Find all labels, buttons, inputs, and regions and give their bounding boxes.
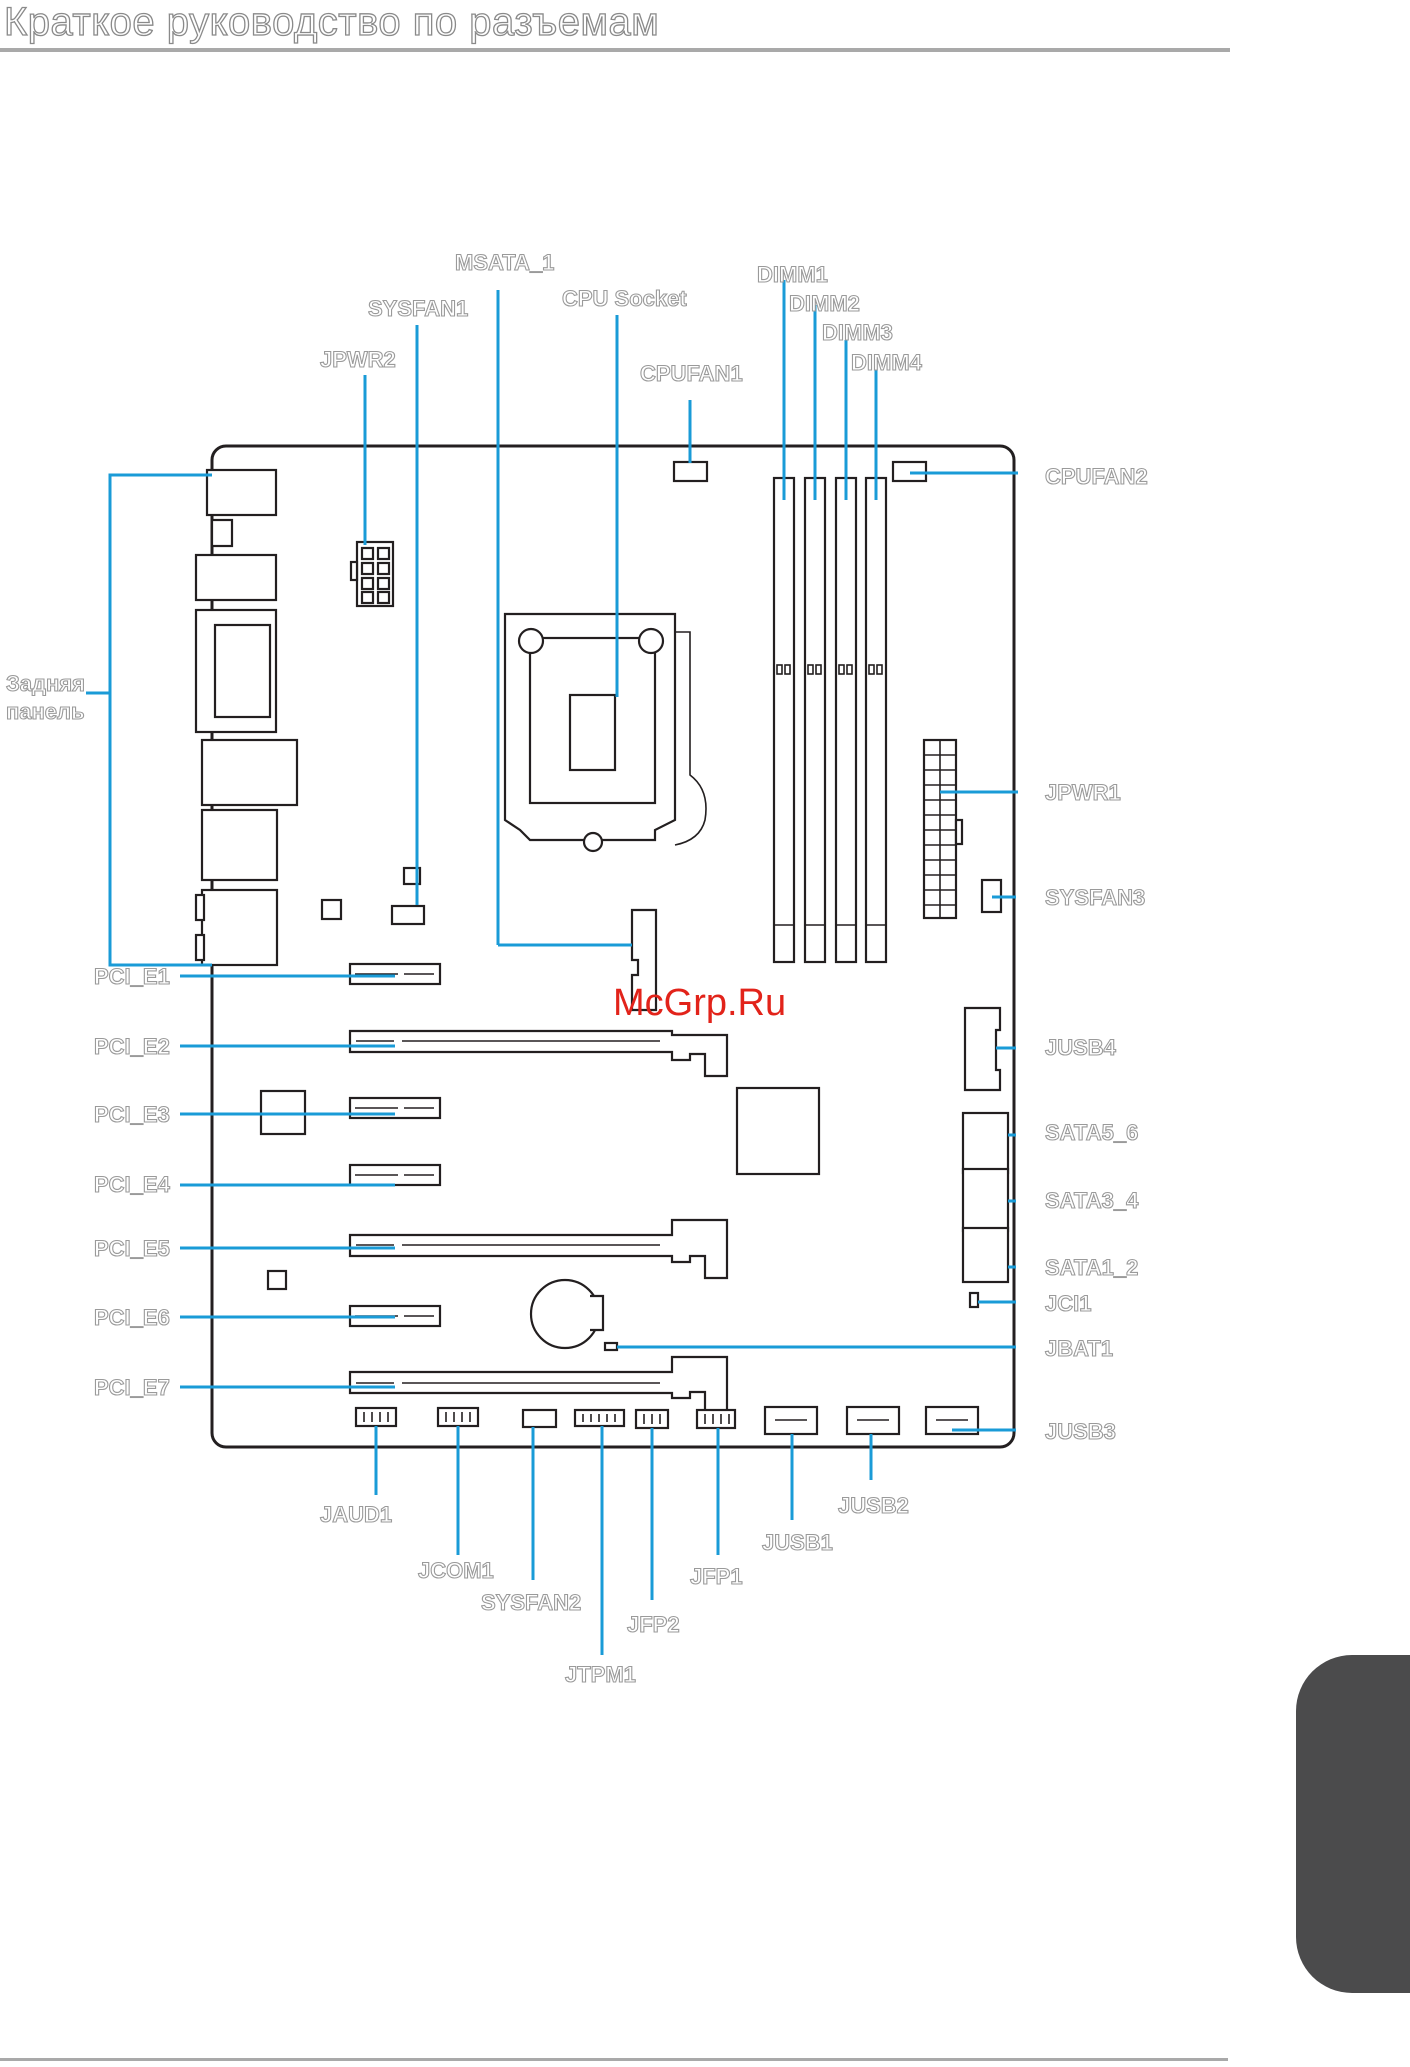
small-chip-b — [322, 900, 341, 919]
label-jusb2: JUSB2 — [838, 1493, 909, 1518]
sysfan1-header — [392, 906, 424, 924]
label-cpu-socket: CPU Socket — [562, 286, 687, 311]
small-chip-d — [268, 1271, 286, 1289]
label-sysfan3: SYSFAN3 — [1045, 885, 1145, 910]
watermark: McGrp.Ru — [613, 982, 786, 1024]
label-sysfan2: SYSFAN2 — [481, 1590, 581, 1615]
label-cpufan1: CPUFAN1 — [640, 361, 743, 386]
label-pci-e4: PCI_E4 — [94, 1172, 171, 1197]
jusb4-connector — [965, 1008, 1000, 1090]
cpufan1-header — [674, 462, 707, 481]
jci1-header — [970, 1293, 978, 1307]
label-dimm3: DIMM3 — [822, 320, 893, 345]
label-jusb3: JUSB3 — [1045, 1419, 1116, 1444]
label-dimm4: DIMM4 — [851, 350, 923, 375]
label-cpufan2: CPUFAN2 — [1045, 464, 1148, 489]
label-msata-1: MSATA_1 — [455, 250, 554, 275]
label-pci-e2: PCI_E2 — [94, 1034, 170, 1059]
label-jcom1: JCOM1 — [418, 1558, 494, 1583]
sata5-6-connector — [963, 1113, 1008, 1173]
label-jpwr1: JPWR1 — [1045, 780, 1121, 805]
label-jtpm1: JTPM1 — [565, 1662, 636, 1687]
jpwr2-connector — [351, 542, 393, 606]
chipset — [737, 1088, 819, 1174]
label-jusb4: JUSB4 — [1045, 1035, 1117, 1060]
label-sysfan1: SYSFAN1 — [368, 296, 468, 321]
label-dimm2: DIMM2 — [789, 291, 860, 316]
label-jpwr2: JPWR2 — [320, 347, 396, 372]
label-jaud1: JAUD1 — [320, 1502, 392, 1527]
label-pci-e6: PCI_E6 — [94, 1305, 170, 1330]
label-rear-panel-2: панель — [6, 699, 85, 724]
label-rear-panel-1: Задняя — [6, 671, 85, 696]
label-sata1-2: SATA1_2 — [1045, 1255, 1138, 1280]
label-jusb1: JUSB1 — [762, 1530, 833, 1555]
label-sata3-4: SATA3_4 — [1045, 1188, 1139, 1213]
label-pci-e5: PCI_E5 — [94, 1236, 170, 1261]
label-pci-e7: PCI_E7 — [94, 1375, 170, 1400]
label-jci1: JCI1 — [1045, 1291, 1091, 1316]
label-pci-e3: PCI_E3 — [94, 1102, 170, 1127]
label-jfp1: JFP1 — [690, 1564, 743, 1589]
label-dimm1: DIMM1 — [757, 262, 828, 287]
sata3-4-connector — [963, 1169, 1008, 1231]
label-jbat1: JBAT1 — [1045, 1336, 1113, 1361]
cpu-socket — [505, 614, 706, 851]
label-sata5-6: SATA5_6 — [1045, 1120, 1138, 1145]
label-jfp2: JFP2 — [627, 1612, 680, 1637]
sata1-2-connector — [963, 1228, 1008, 1282]
jpwr1-connector — [924, 740, 962, 918]
label-pci-e1: PCI_E1 — [94, 964, 170, 989]
